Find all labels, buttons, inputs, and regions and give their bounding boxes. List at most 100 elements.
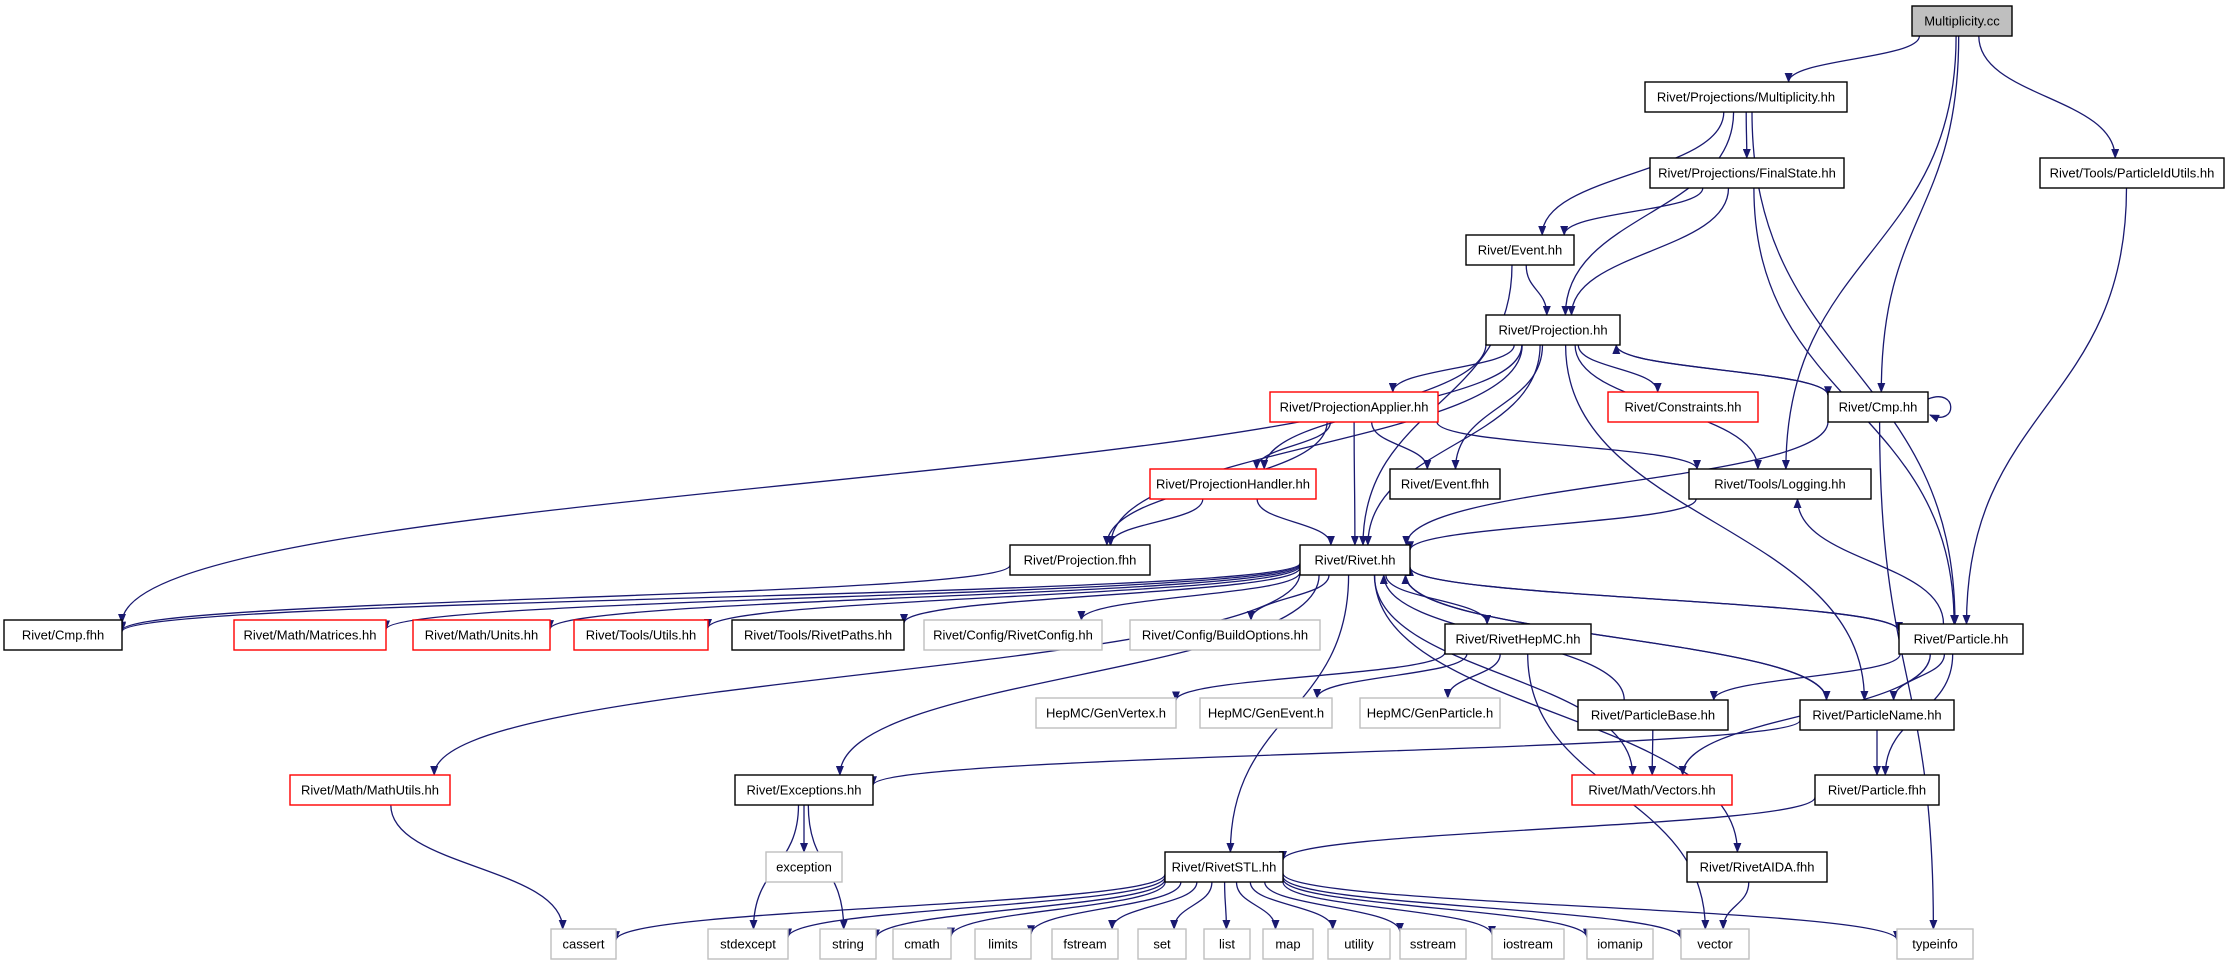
edge-rivethepmc-to-genparticle <box>1443 653 1501 699</box>
node-label: Rivet/Rivet.hh <box>1315 553 1396 568</box>
node-particlebase[interactable]: Rivet/ParticleBase.hh <box>1577 699 1729 731</box>
edge-proj_mult-to-finalstate <box>1742 111 1751 159</box>
node-box <box>1911 5 2013 37</box>
edge-particleidutils-to-particle_hh <box>1962 187 2128 625</box>
edge-particle_hh-to-logging <box>1793 498 1945 625</box>
edge-rivetstl-to-map <box>1235 881 1280 930</box>
node-event_hh[interactable]: Rivet/Event.hh <box>1465 234 1575 266</box>
node-label: sstream <box>1410 937 1456 952</box>
edge-multiplicity_cc-to-proj_mult <box>1784 35 1921 83</box>
node-box <box>707 928 789 960</box>
node-label: Rivet/Cmp.fhh <box>22 628 104 643</box>
node-exceptions[interactable]: Rivet/Exceptions.hh <box>734 774 874 806</box>
edge-rivet_hh-to-rivetconfig <box>1077 571 1301 621</box>
node-cmp_hh[interactable]: Rivet/Cmp.hh <box>1827 391 1929 423</box>
node-matrices[interactable]: Rivet/Math/Matrices.hh <box>233 619 387 651</box>
node-projhandler[interactable]: Rivet/ProjectionHandler.hh <box>1149 468 1317 500</box>
node-particle_fhh[interactable]: Rivet/Particle.fhh <box>1814 774 1940 806</box>
edge-particle_fhh-to-rivetstl <box>1279 797 1816 861</box>
edge-particlename-to-rivet_hh <box>1401 574 1828 701</box>
edge-rivetaida-to-vector <box>1719 881 1750 930</box>
edge-projection_fhh-to-cmp_fhh <box>118 564 1011 632</box>
edge-projection_hh-to-rivet_hh <box>1363 344 1541 546</box>
node-label: Rivet/Math/Units.hh <box>425 628 538 643</box>
node-box <box>1137 928 1187 960</box>
edge-rivet_hh-to-utils <box>704 565 1301 629</box>
node-utils[interactable]: Rivet/Tools/Utils.hh <box>573 619 709 651</box>
edge-rivetstl-to-stdexcept <box>784 876 1166 939</box>
node-rivet_hh[interactable]: Rivet/Rivet.hh <box>1299 544 1411 576</box>
edge-rivethepmc-to-genvertex <box>1172 651 1446 702</box>
node-label: set <box>1153 937 1171 952</box>
node-label: HepMC/GenVertex.h <box>1046 706 1166 721</box>
node-label: map <box>1275 937 1300 952</box>
node-particle_hh[interactable]: Rivet/Particle.hh <box>1898 623 2024 655</box>
edge-cmp_hh-to-rivet_hh <box>1402 421 1829 546</box>
edge-cmp_hh-to-cmp_hh <box>1927 396 1952 423</box>
node-box <box>1688 468 1872 500</box>
node-particlename[interactable]: Rivet/ParticleName.hh <box>1799 699 1955 731</box>
node-label: Rivet/Projections/FinalState.hh <box>1658 166 1836 181</box>
node-box <box>1649 157 1845 189</box>
node-box <box>1149 468 1317 500</box>
node-rivetpaths[interactable]: Rivet/Tools/RivetPaths.hh <box>731 619 905 651</box>
node-units[interactable]: Rivet/Math/Units.hh <box>412 619 551 651</box>
node-rivetaida[interactable]: Rivet/RivetAIDA.fhh <box>1686 851 1828 883</box>
node-label: HepMC/GenEvent.h <box>1208 706 1324 721</box>
node-box <box>289 774 451 806</box>
node-label: Rivet/RivetSTL.hh <box>1172 860 1277 875</box>
node-box <box>1491 928 1565 960</box>
node-vectors[interactable]: Rivet/Math/Vectors.hh <box>1571 774 1733 806</box>
node-label: Rivet/Constraints.hh <box>1624 400 1741 415</box>
edge-rivetstl-to-utility <box>1249 881 1337 930</box>
node-box <box>1164 851 1284 883</box>
node-projapplier[interactable]: Rivet/ProjectionApplier.hh <box>1269 391 1439 423</box>
edge-projhandler-to-projection_fhh <box>1106 498 1204 546</box>
edge-rivethepmc-to-genevent <box>1313 653 1468 699</box>
node-box <box>550 928 617 960</box>
node-vector: vector <box>1680 928 1750 960</box>
node-label: Rivet/ProjectionApplier.hh <box>1280 400 1429 415</box>
edge-projection_hh-to-projection_fhh <box>1106 344 1523 546</box>
node-rivethepmc[interactable]: Rivet/RivetHepMC.hh <box>1444 623 1592 655</box>
node-finalstate[interactable]: Rivet/Projections/FinalState.hh <box>1649 157 1845 189</box>
node-rivetstl[interactable]: Rivet/RivetSTL.hh <box>1164 851 1284 883</box>
node-list: list <box>1203 928 1251 960</box>
edge-projhandler-to-rivet_hh <box>1256 498 1335 546</box>
edge-proj_mult-to-projection_hh <box>1561 111 1735 316</box>
node-label: Rivet/Projection.hh <box>1498 323 1607 338</box>
edge-particle_hh-to-rivet_hh <box>1406 566 1900 632</box>
node-multiplicity_cc[interactable]: Multiplicity.cc <box>1911 5 2013 37</box>
node-box <box>1444 623 1592 655</box>
node-sstream: sstream <box>1399 928 1467 960</box>
node-box <box>1399 928 1467 960</box>
node-projection_fhh[interactable]: Rivet/Projection.fhh <box>1009 544 1151 576</box>
node-box <box>1035 697 1177 729</box>
node-label: Rivet/ParticleBase.hh <box>1591 708 1715 723</box>
node-label: HepMC/GenParticle.h <box>1367 706 1493 721</box>
node-proj_mult[interactable]: Rivet/Projections/Multiplicity.hh <box>1644 81 1848 113</box>
node-label: Rivet/Config/RivetConfig.hh <box>933 628 1093 643</box>
node-cmp_fhh[interactable]: Rivet/Cmp.fhh <box>3 619 123 651</box>
edge-finalstate-to-event_hh <box>1560 187 1704 236</box>
node-projection_hh[interactable]: Rivet/Projection.hh <box>1485 314 1621 346</box>
node-label: Rivet/Exceptions.hh <box>747 783 862 798</box>
node-particleidutils[interactable]: Rivet/Tools/ParticleIdUtils.hh <box>2039 157 2225 189</box>
node-label: typeinfo <box>1912 937 1958 952</box>
edge-cmp_hh-to-projection_hh <box>1612 344 1829 396</box>
node-box <box>1269 391 1439 423</box>
node-buildoptions: Rivet/Config/BuildOptions.hh <box>1129 619 1321 651</box>
node-logging[interactable]: Rivet/Tools/Logging.hh <box>1688 468 1872 500</box>
edge-particlebase-to-vectors <box>1648 729 1657 776</box>
node-genparticle: HepMC/GenParticle.h <box>1359 697 1501 729</box>
node-label: iostream <box>1503 937 1553 952</box>
node-iomanip: iomanip <box>1586 928 1654 960</box>
node-box <box>1586 928 1654 960</box>
node-event_fhh[interactable]: Rivet/Event.fhh <box>1389 468 1501 500</box>
node-box <box>3 619 123 651</box>
node-label: Rivet/ProjectionHandler.hh <box>1156 477 1310 492</box>
edge-rivetstl-to-iomanip <box>1282 878 1591 939</box>
node-mathutils[interactable]: Rivet/Math/MathUtils.hh <box>289 774 451 806</box>
node-constraints[interactable]: Rivet/Constraints.hh <box>1607 391 1759 423</box>
node-box <box>412 619 551 651</box>
